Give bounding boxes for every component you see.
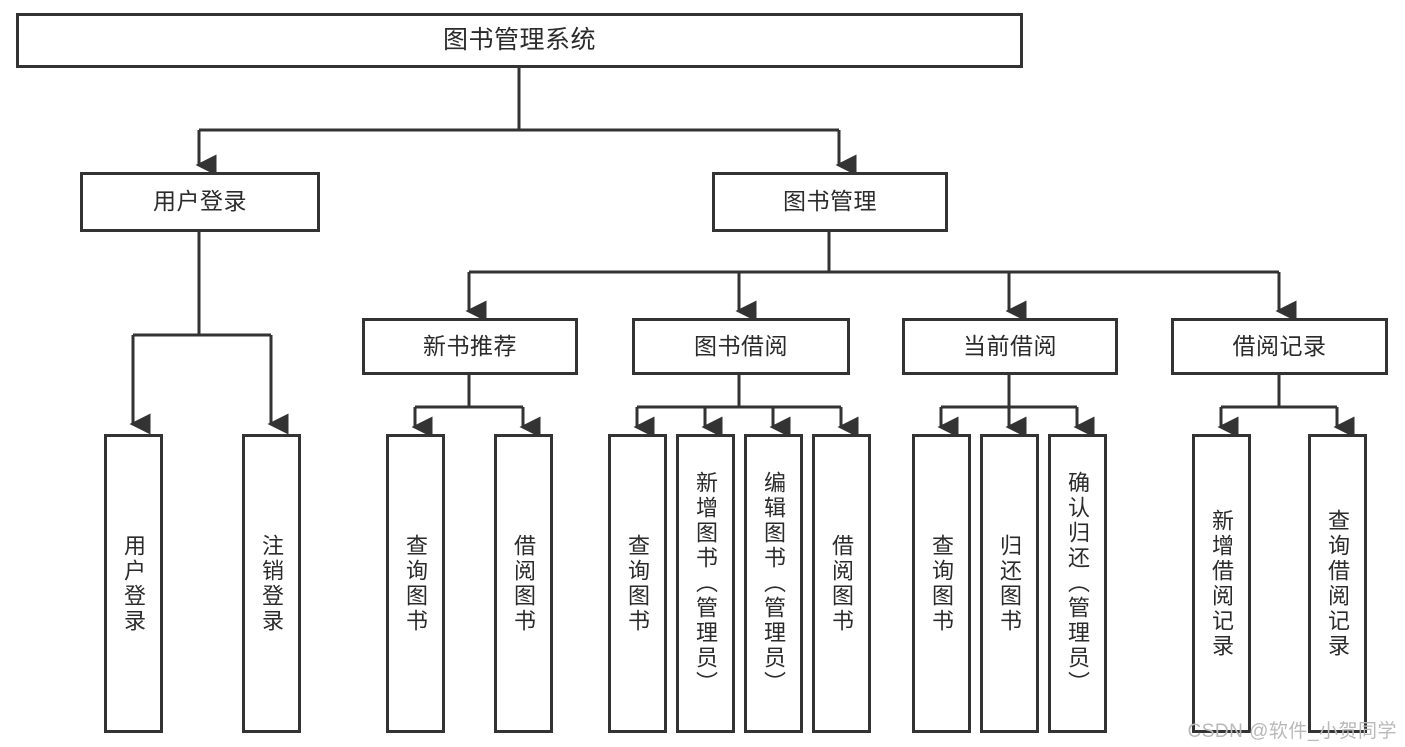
node-label: 图书管理系统: [442, 25, 596, 54]
node-label: 借阅记录: [1232, 332, 1327, 359]
node-label: 借阅图书: [511, 533, 537, 634]
leaf-query-borrow-record[interactable]: 查询借阅记录: [1308, 434, 1367, 733]
leaf-user-login[interactable]: 用户登录: [104, 434, 163, 733]
node-user-login[interactable]: 用户登录: [80, 172, 320, 232]
leaf-logout-login[interactable]: 注销登录: [242, 434, 301, 733]
node-label: 新书推荐: [423, 332, 517, 359]
leaf-confirm-return-admin[interactable]: 确认归还（管理员）: [1048, 434, 1107, 733]
csdn-watermark: CSDN @软件_小贺同学: [1187, 721, 1397, 742]
leaf-borrow-book[interactable]: 借阅图书: [812, 434, 871, 733]
node-label: 归还图书: [997, 533, 1023, 634]
node-label: 用户登录: [153, 188, 247, 215]
node-label: 图书管理: [783, 188, 877, 215]
node-label: 用户登录: [121, 533, 147, 634]
node-current-borrow[interactable]: 当前借阅: [902, 318, 1118, 375]
node-label: 查询图书: [625, 533, 651, 634]
node-label: 当前借阅: [963, 332, 1057, 359]
leaf-edit-book-admin[interactable]: 编辑图书（管理员）: [744, 434, 803, 733]
leaf-query-book-new-book[interactable]: 查询图书: [386, 434, 445, 733]
node-label: 新增借阅记录: [1209, 508, 1235, 659]
node-label: 查询借阅记录: [1325, 508, 1351, 659]
node-book-borrow[interactable]: 图书借阅: [632, 318, 850, 375]
leaf-add-book-admin[interactable]: 新增图书（管理员）: [676, 434, 735, 733]
node-label: 图书借阅: [694, 332, 788, 359]
node-label: 借阅图书: [829, 533, 855, 634]
node-root-book-management-system[interactable]: 图书管理系统: [16, 13, 1023, 68]
node-label: 查询图书: [403, 533, 429, 634]
node-book-management[interactable]: 图书管理: [712, 172, 948, 232]
leaf-query-book-borrow[interactable]: 查询图书: [608, 434, 667, 733]
node-borrow-record[interactable]: 借阅记录: [1171, 318, 1388, 375]
node-label: 查询图书: [929, 533, 955, 634]
leaf-add-borrow-record[interactable]: 新增借阅记录: [1192, 434, 1251, 733]
node-label: 新增图书（管理员）: [693, 471, 719, 696]
leaf-return-book[interactable]: 归还图书: [980, 434, 1039, 733]
node-label: 注销登录: [259, 533, 285, 634]
leaf-query-book-current[interactable]: 查询图书: [912, 434, 971, 733]
leaf-borrow-book-new-book[interactable]: 借阅图书: [494, 434, 553, 733]
node-label: 编辑图书（管理员）: [761, 471, 787, 696]
node-new-book-recommend[interactable]: 新书推荐: [362, 318, 578, 375]
node-label: 确认归还（管理员）: [1065, 471, 1091, 696]
